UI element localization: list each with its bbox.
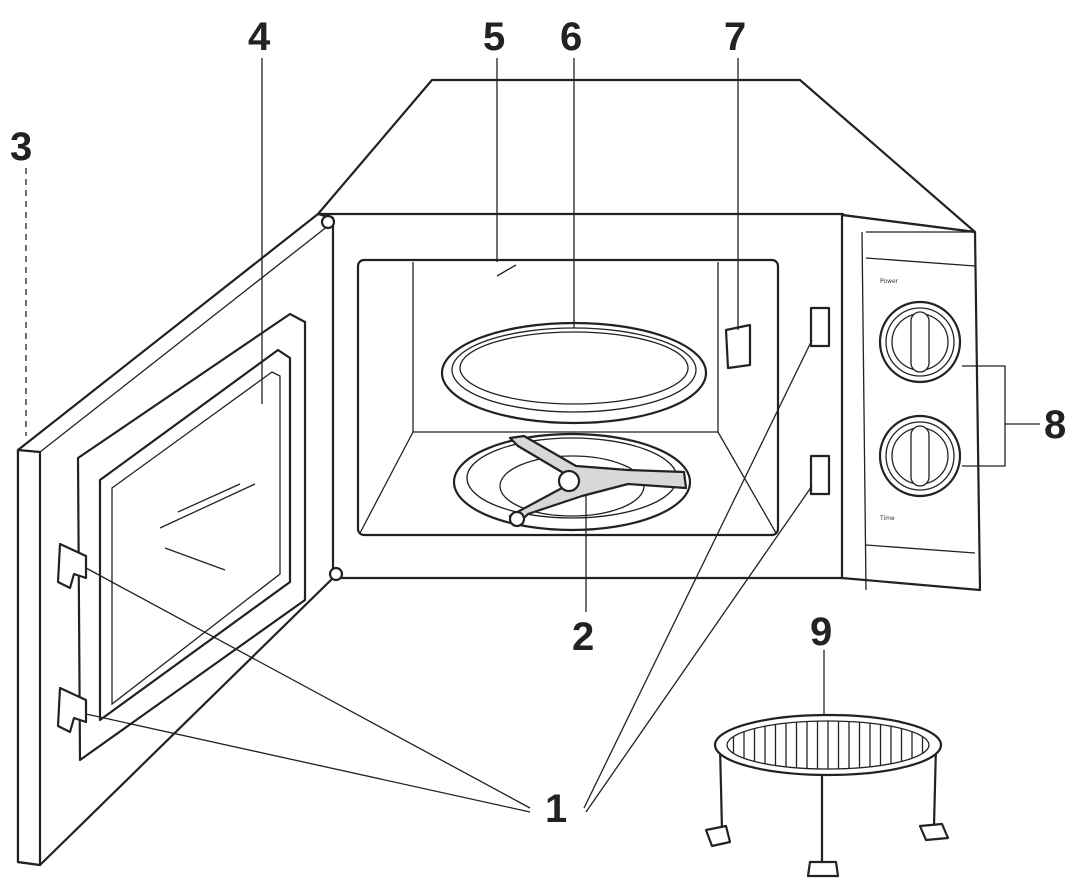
leader-lines xyxy=(25,58,1040,813)
door-hook-top xyxy=(56,542,88,590)
label-turntable: 6 xyxy=(560,15,582,59)
power-label: Power xyxy=(880,278,899,285)
leader-1c xyxy=(583,339,813,809)
label-door-window: 4 xyxy=(248,15,271,59)
leader-8-bracket xyxy=(962,365,1006,467)
label-rack: 9 xyxy=(810,610,832,654)
leader-1d xyxy=(585,485,813,813)
roller-ring-coupler xyxy=(452,432,692,532)
oven-light xyxy=(496,264,517,277)
label-coupler: 2 xyxy=(572,615,594,659)
latch-hole-top xyxy=(809,306,831,348)
door xyxy=(16,212,344,867)
glass-turntable xyxy=(440,321,708,425)
door-hook-bottom xyxy=(56,686,88,734)
label-door-seal: 3 xyxy=(10,125,32,169)
waveguide-cover xyxy=(724,323,752,370)
grill-rack xyxy=(704,713,950,878)
control-knobs: Power Time xyxy=(878,278,962,522)
leader-1a xyxy=(85,567,531,809)
callout-labels: 3 4 5 6 7 8 2 9 1 xyxy=(10,15,1066,831)
label-controls: 8 xyxy=(1044,403,1066,447)
label-hinges: 1 xyxy=(545,787,567,831)
label-cover: 7 xyxy=(724,15,746,59)
leader-1b xyxy=(85,713,531,813)
latch-hole-bottom xyxy=(809,454,831,496)
label-light: 5 xyxy=(483,15,505,59)
door-window xyxy=(98,348,292,722)
time-label: Time xyxy=(879,515,895,522)
